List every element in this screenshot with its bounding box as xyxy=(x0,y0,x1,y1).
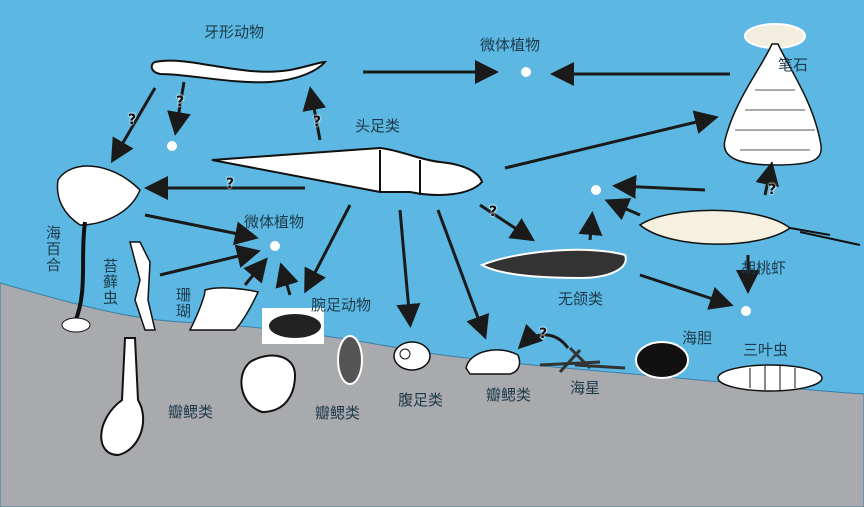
label-trilobite: 三叶虫 xyxy=(743,341,789,359)
label-sea-urchin: 海胆 xyxy=(682,329,713,347)
bryozoan-icon xyxy=(129,241,156,331)
label-coral: 珊瑚 xyxy=(174,287,192,319)
label-cephalopod: 头足类 xyxy=(355,117,401,135)
label-bryozoan: 苔藓虫 xyxy=(101,258,119,306)
trilobite-icon xyxy=(717,364,823,392)
question-mark: ? xyxy=(313,114,322,130)
microplankton-icon xyxy=(167,67,751,316)
starfish-icon xyxy=(539,346,626,374)
label-gastropod: 腹足类 xyxy=(398,391,444,409)
graptolite-icon xyxy=(723,23,822,166)
agnathan-icon xyxy=(479,248,627,280)
label-bivalve-3: 瓣鳃类 xyxy=(486,386,532,404)
brachiopod-icon xyxy=(262,308,324,344)
label-microplants-top: 微体植物 xyxy=(480,36,541,54)
question-mark: ? xyxy=(489,204,498,220)
conodont-icon xyxy=(150,59,328,84)
bivalve-icon xyxy=(100,337,145,457)
crinoid-icon xyxy=(56,165,141,333)
cephalopod-icon xyxy=(211,146,484,196)
gastropod-icon xyxy=(393,341,431,371)
question-mark: ? xyxy=(176,94,185,110)
bivalve-icon xyxy=(240,354,297,414)
label-microplants-mid: 微体植物 xyxy=(244,213,305,231)
bivalve-icon xyxy=(337,335,363,385)
label-walnut-shrimp: 胡桃虾 xyxy=(741,259,787,277)
sea-urchin-icon xyxy=(635,341,689,379)
label-starfish: 海星 xyxy=(570,379,601,397)
question-mark: ? xyxy=(539,326,548,342)
label-conodont: 牙形动物 xyxy=(204,23,265,41)
label-bivalve-1: 瓣鳃类 xyxy=(168,403,214,421)
coral-icon xyxy=(188,287,260,331)
question-mark: ? xyxy=(768,182,777,198)
bivalve-icon xyxy=(465,349,521,375)
question-mark: ? xyxy=(226,176,235,192)
label-brachiopod: 腕足动物 xyxy=(311,296,372,314)
label-agnathan: 无颌类 xyxy=(558,290,604,308)
label-graptolite: 笔石 xyxy=(778,56,809,74)
walnut-shrimp-icon xyxy=(638,209,861,246)
label-crinoid: 海百合 xyxy=(44,225,62,273)
question-mark: ? xyxy=(128,112,137,128)
food-web-arrows xyxy=(110,60,779,350)
label-bivalve-2: 瓣鳃类 xyxy=(315,404,361,422)
